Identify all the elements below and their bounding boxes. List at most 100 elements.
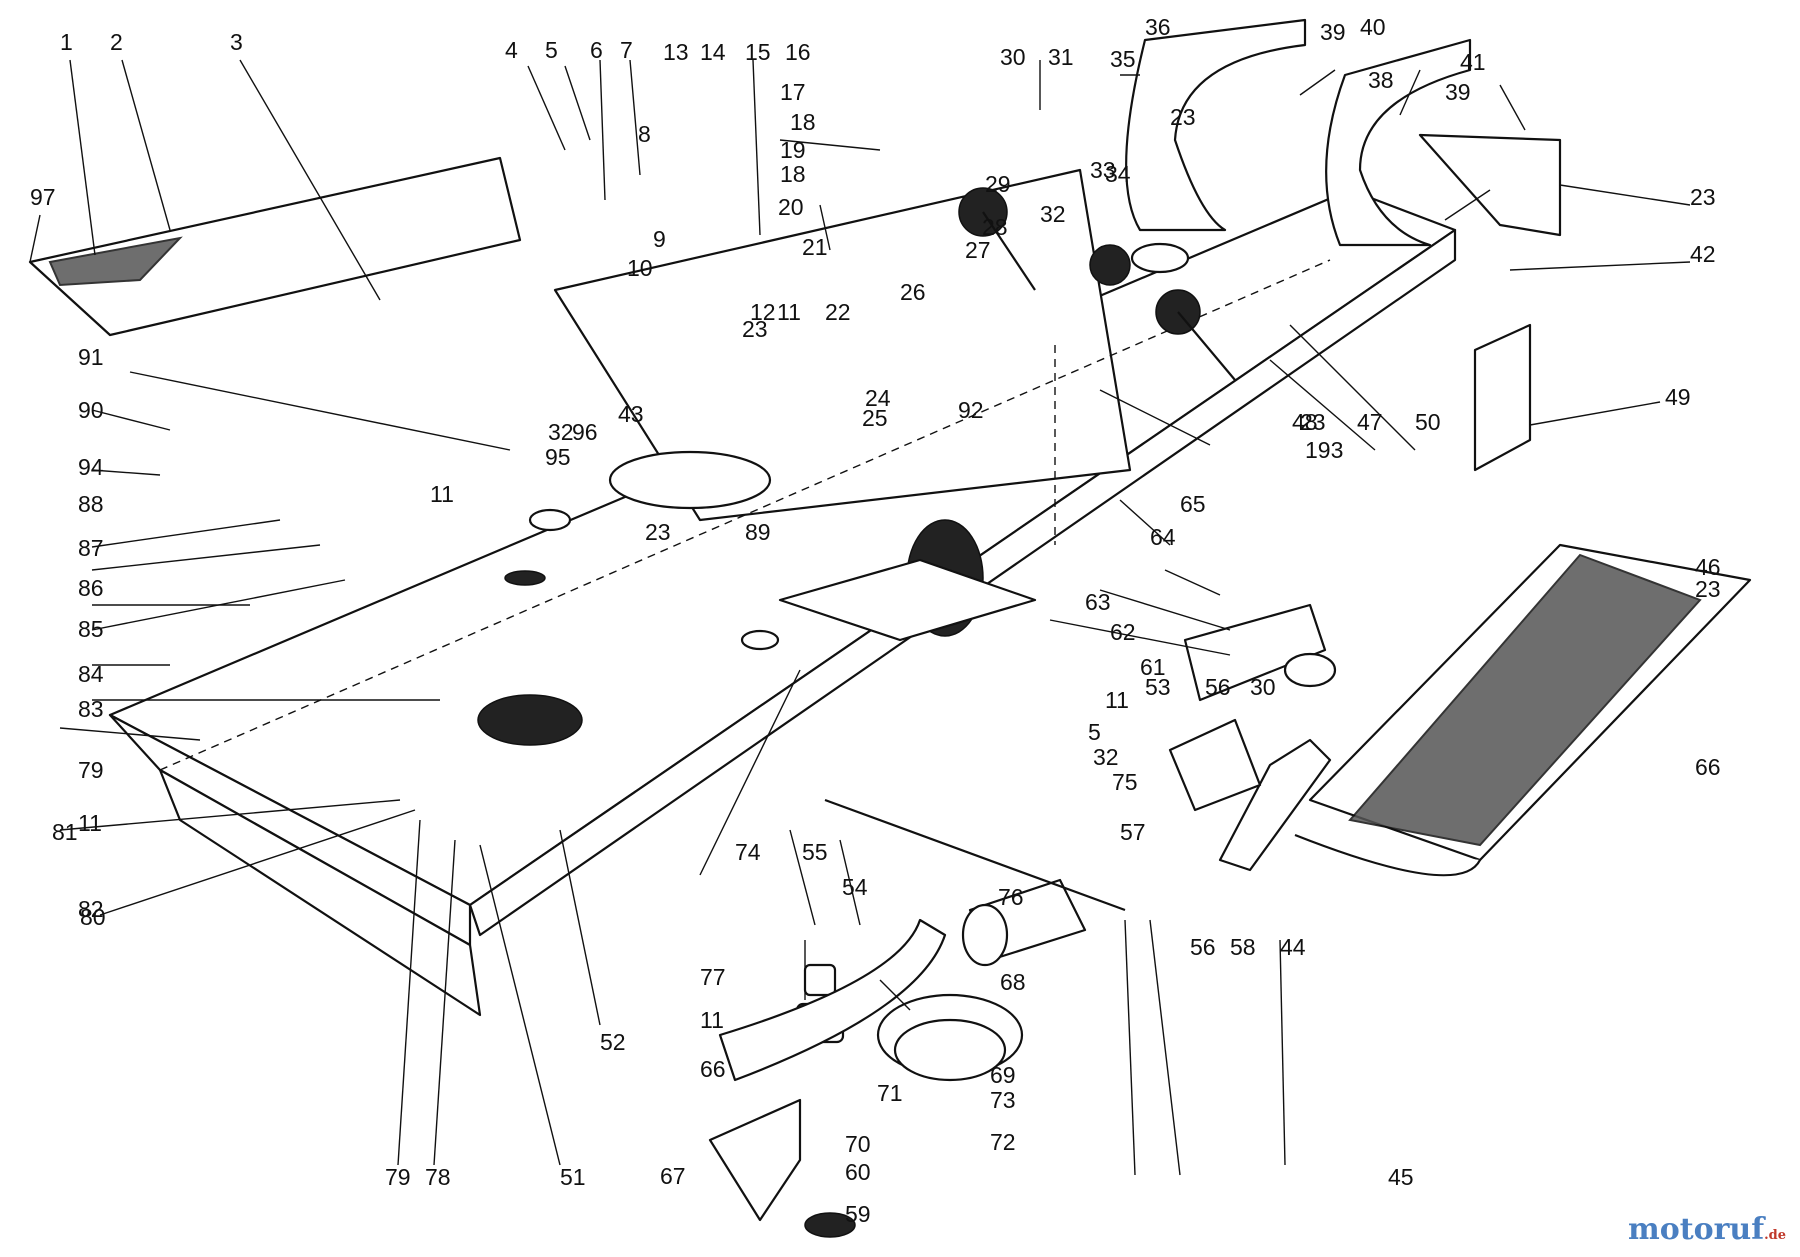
callout-11: 11 bbox=[78, 810, 102, 836]
callout-5: 5 bbox=[545, 37, 558, 63]
callout-77: 77 bbox=[700, 964, 726, 990]
callout-23: 23 bbox=[1695, 576, 1721, 602]
callout-56: 56 bbox=[1190, 934, 1216, 960]
callout-25: 25 bbox=[862, 405, 888, 431]
callout-23: 23 bbox=[1300, 409, 1326, 435]
callout-11: 11 bbox=[430, 481, 454, 507]
callout-11: 11 bbox=[777, 299, 801, 325]
left-grass-deflector bbox=[28, 156, 522, 337]
callout-13: 13 bbox=[663, 39, 689, 65]
callout-89: 89 bbox=[745, 519, 771, 545]
callout-3: 3 bbox=[230, 29, 243, 55]
callout-23: 23 bbox=[1170, 104, 1196, 130]
callout-24: 24 bbox=[865, 385, 891, 411]
callout-91: 91 bbox=[78, 344, 104, 370]
callout-1: 1 bbox=[60, 29, 73, 55]
callout-41: 41 bbox=[1460, 49, 1486, 75]
callout-87: 87 bbox=[78, 535, 104, 561]
callout-58: 58 bbox=[1230, 934, 1256, 960]
callout-92: 92 bbox=[958, 397, 984, 423]
shift-levers bbox=[958, 187, 1236, 381]
callout-67: 67 bbox=[660, 1163, 686, 1189]
callout-31: 31 bbox=[1048, 44, 1074, 70]
callout-32: 32 bbox=[1040, 201, 1066, 227]
leader-lines bbox=[29, 59, 1691, 1176]
callout-32: 32 bbox=[1093, 744, 1119, 770]
callout-57: 57 bbox=[1120, 819, 1146, 845]
callout-79: 79 bbox=[385, 1164, 411, 1190]
upper-straps bbox=[1125, 18, 1562, 247]
callout-81: 81 bbox=[52, 819, 78, 845]
callout-79: 79 bbox=[78, 757, 104, 783]
callout-10: 10 bbox=[627, 255, 653, 281]
callout-21: 21 bbox=[802, 234, 828, 260]
watermark-logo: motoruf.de bbox=[1628, 1212, 1786, 1247]
callout-22: 22 bbox=[825, 299, 851, 325]
callout-23: 23 bbox=[645, 519, 671, 545]
callout-68: 68 bbox=[1000, 969, 1026, 995]
callout-96: 96 bbox=[572, 419, 598, 445]
callout-38: 38 bbox=[1368, 67, 1394, 93]
callout-30: 30 bbox=[1000, 44, 1026, 70]
callout-62: 62 bbox=[1110, 619, 1136, 645]
callout-63: 63 bbox=[1085, 589, 1111, 615]
callout-26: 26 bbox=[900, 279, 926, 305]
callout-52: 52 bbox=[600, 1029, 626, 1055]
callout-28: 28 bbox=[982, 214, 1008, 240]
callout-76: 76 bbox=[998, 884, 1024, 910]
callout-59: 59 bbox=[845, 1201, 871, 1227]
callout-51: 51 bbox=[560, 1164, 586, 1190]
callout-72: 72 bbox=[990, 1129, 1016, 1155]
callout-27: 27 bbox=[965, 237, 991, 263]
callout-23: 23 bbox=[742, 316, 768, 342]
callout-8: 8 bbox=[638, 121, 651, 147]
callout-64: 64 bbox=[1150, 524, 1176, 550]
callout-86: 86 bbox=[78, 575, 104, 601]
callout-55: 55 bbox=[802, 839, 828, 865]
callout-54: 54 bbox=[842, 874, 868, 900]
callout-66: 66 bbox=[1695, 754, 1721, 780]
callout-6: 6 bbox=[590, 37, 603, 63]
callout-12: 12 bbox=[750, 299, 776, 325]
callout-70: 70 bbox=[845, 1131, 871, 1157]
callout-29: 29 bbox=[985, 171, 1011, 197]
callout-11: 11 bbox=[700, 1007, 724, 1033]
callout-5: 5 bbox=[1088, 719, 1101, 745]
callout-7: 7 bbox=[620, 37, 633, 63]
callout-82: 82 bbox=[78, 896, 104, 922]
callout-56: 56 bbox=[1205, 674, 1231, 700]
side-bracket-43 bbox=[1473, 323, 1532, 472]
callout-39: 39 bbox=[1445, 79, 1471, 105]
watermark-brand: motoruf bbox=[1627, 1212, 1765, 1247]
callout-69: 69 bbox=[990, 1062, 1016, 1088]
callout-20: 20 bbox=[778, 194, 804, 220]
deck-frame bbox=[108, 168, 1457, 1017]
callout-16: 16 bbox=[785, 39, 811, 65]
callout-2: 2 bbox=[110, 29, 123, 55]
callout-23: 23 bbox=[1690, 184, 1716, 210]
callout-15: 15 bbox=[745, 39, 771, 65]
callout-78: 78 bbox=[425, 1164, 451, 1190]
callout-32: 32 bbox=[548, 419, 574, 445]
front-axle-brackets bbox=[778, 558, 1337, 702]
callout-80: 80 bbox=[80, 904, 106, 930]
callout-9: 9 bbox=[653, 226, 666, 252]
callout-50: 50 bbox=[1415, 409, 1441, 435]
callout-44: 44 bbox=[1280, 934, 1306, 960]
callout-90: 90 bbox=[78, 397, 104, 423]
callout-47: 47 bbox=[1357, 409, 1383, 435]
callout-65: 65 bbox=[1180, 491, 1206, 517]
callout-19: 19 bbox=[780, 137, 806, 163]
callout-30: 30 bbox=[1250, 674, 1276, 700]
callout-18: 18 bbox=[780, 161, 806, 187]
callout-193: 193 bbox=[1305, 437, 1343, 463]
callout-75: 75 bbox=[1112, 769, 1138, 795]
callout-39: 39 bbox=[1320, 19, 1346, 45]
callout-60: 60 bbox=[845, 1159, 871, 1185]
callout-95: 95 bbox=[545, 444, 571, 470]
callout-49: 49 bbox=[1665, 384, 1691, 410]
callout-85: 85 bbox=[78, 616, 104, 642]
callout-73: 73 bbox=[990, 1087, 1016, 1113]
